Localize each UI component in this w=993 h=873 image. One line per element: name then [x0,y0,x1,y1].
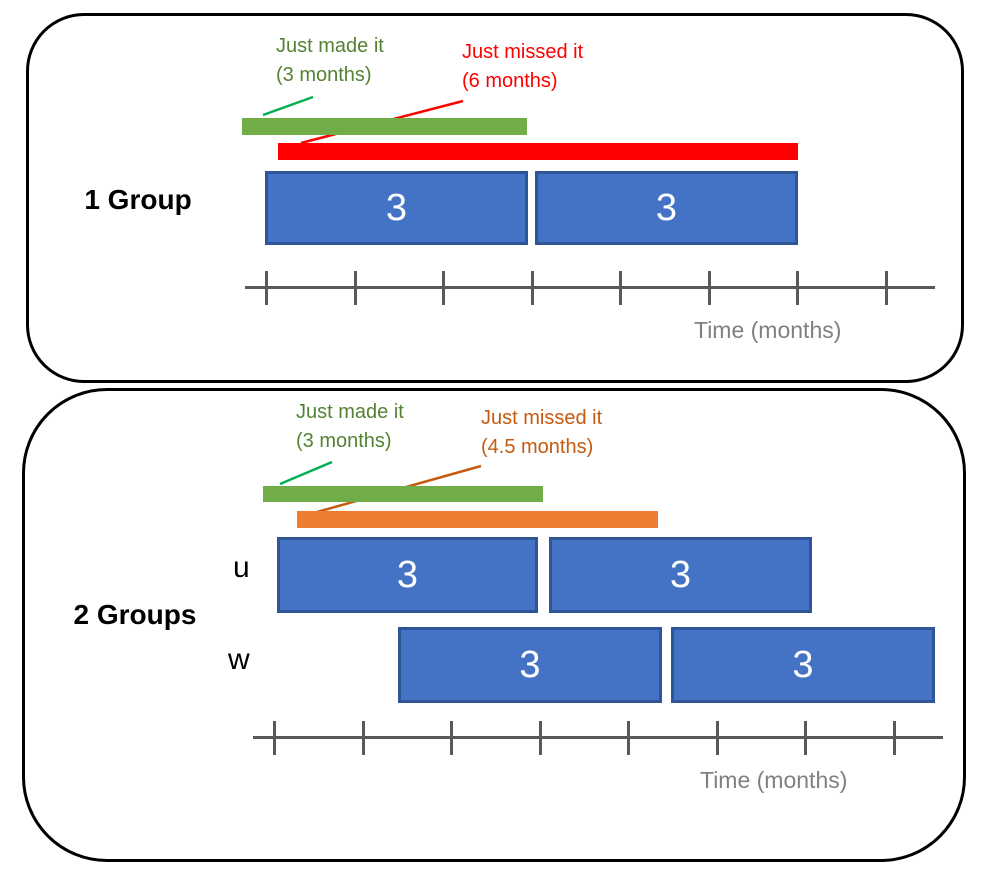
interval-value: 3 [655,186,678,229]
made-it-label: Just made it [276,35,384,57]
made-it-callout: Just made it (3 months) [276,32,384,90]
missed-it-duration: (4.5 months) [481,436,594,458]
axis-tick [273,721,276,755]
axis-tick [893,721,896,755]
panel-title: 2 Groups [73,599,197,630]
interval-box: 3 [535,171,798,245]
made-it-callout: Just made it (3 months) [296,398,404,456]
axis-label: Time (months) [700,767,848,793]
axis-label: Time (months) [694,317,842,343]
axis-tick [265,271,268,305]
axis-line [253,736,943,739]
made-it-duration: (3 months) [276,64,372,86]
panel-title: 1 Group [84,184,192,215]
interval-box: 3 [398,627,662,703]
made-it-bar [263,486,543,502]
axis-tick [804,721,807,755]
interval-value: 3 [396,553,419,596]
interval-box: 3 [277,537,538,613]
axis-tick [539,721,542,755]
missed-it-duration: (6 months) [462,70,558,92]
time-axis [253,721,943,755]
axis-tick [531,271,534,305]
missed-it-label: Just missed it [462,41,584,63]
made-it-label: Just made it [296,401,404,423]
interval-value: 3 [519,643,541,686]
interval-value: 3 [792,643,814,686]
axis-tick [885,271,888,305]
panel-2-groups [22,388,966,862]
missed-it-callout: Just missed it (4.5 months) [481,404,602,462]
axis-tick [619,271,622,305]
axis-tick [627,721,630,755]
axis-tick [450,721,453,755]
interval-box: 3 [549,537,812,613]
row-label-w: w [228,643,250,676]
missed-it-bar [278,143,798,160]
missed-it-label: Just missed it [481,407,603,429]
missed-it-callout: Just missed it (6 months) [462,38,583,96]
interval-box: 3 [671,627,935,703]
axis-tick [362,721,365,755]
axis-tick [716,721,719,755]
interval-value: 3 [385,186,408,229]
axis-tick [442,271,445,305]
axis-line [245,286,935,289]
axis-tick [796,271,799,305]
made-it-duration: (3 months) [296,430,392,452]
axis-tick [708,271,711,305]
row-label-u: u [233,551,250,584]
interval-value: 3 [669,553,692,596]
missed-it-bar [297,511,658,528]
time-axis [245,271,935,305]
interval-box: 3 [265,171,528,245]
made-it-bar [242,118,527,135]
axis-tick [354,271,357,305]
